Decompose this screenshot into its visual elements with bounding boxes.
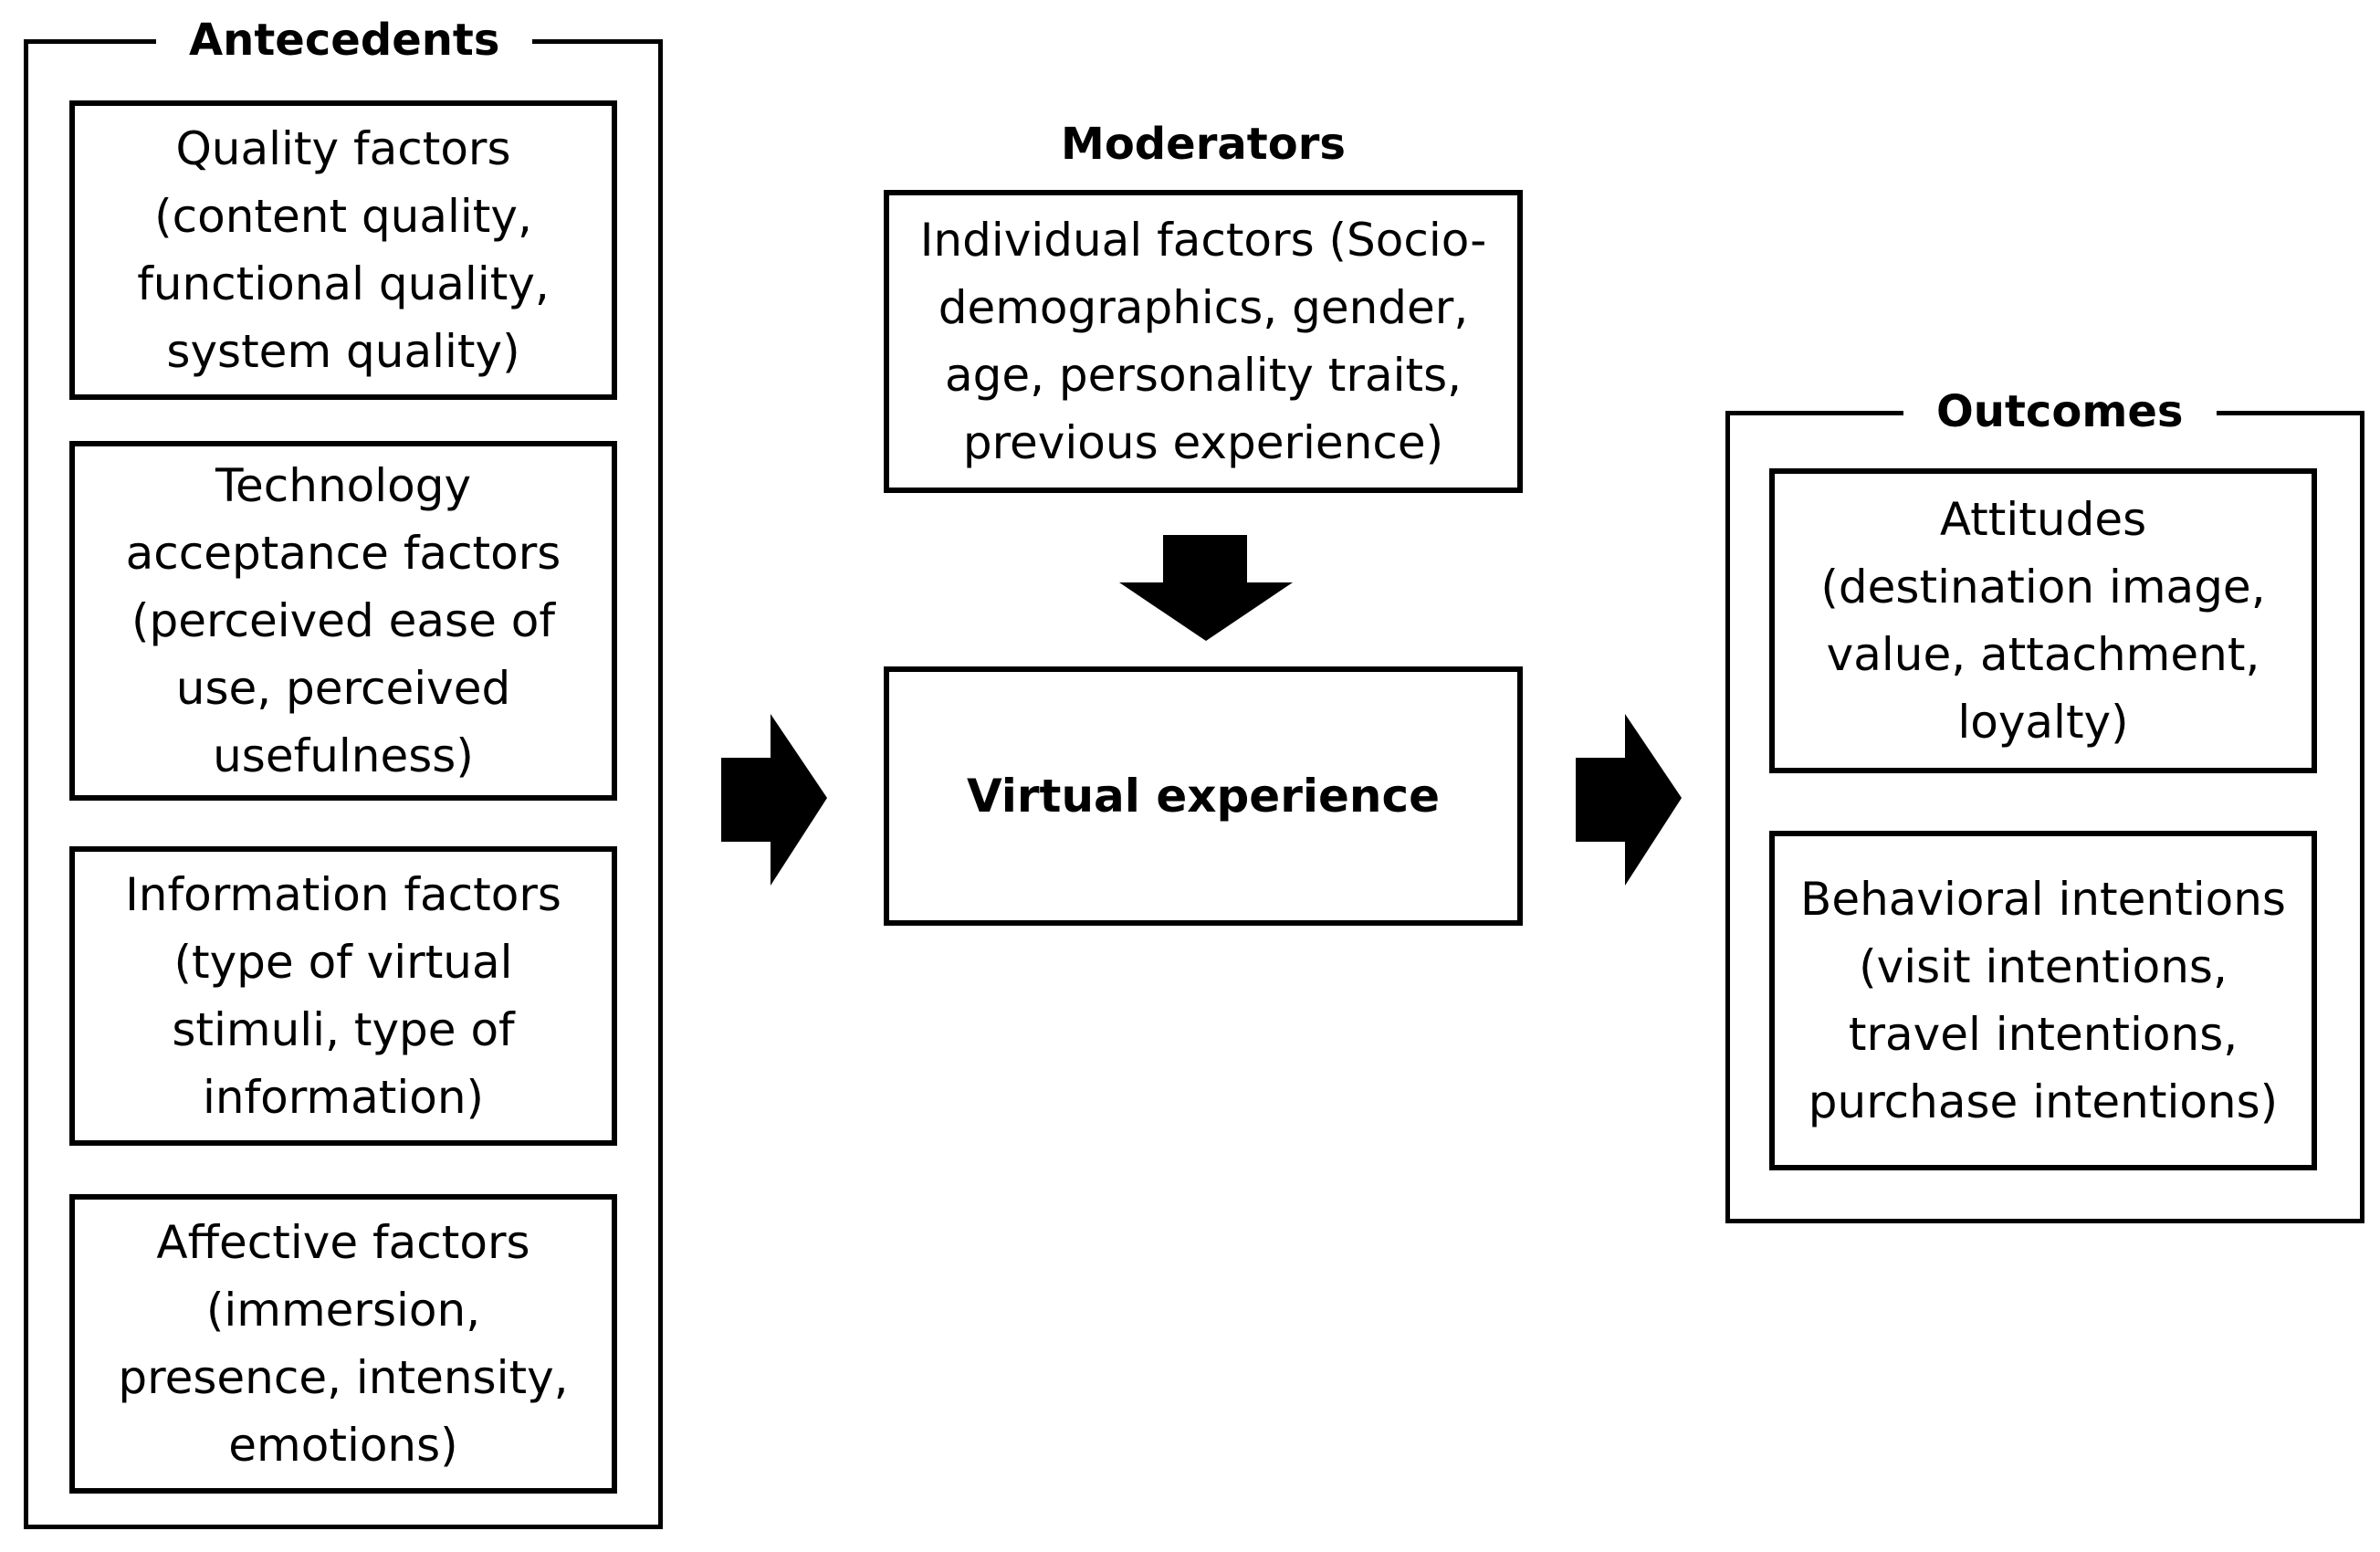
moderators-title: Moderators bbox=[1061, 119, 1346, 170]
technology-acceptance-factors-label: Technology acceptance factors (perceived… bbox=[125, 459, 561, 782]
information-factors-box: Information factors (type of virtual sti… bbox=[69, 846, 617, 1146]
moderators-down-arrow bbox=[1119, 535, 1293, 641]
attitudes-box: Attitudes (destination image, value, att… bbox=[1769, 468, 2317, 773]
individual-factors-box: Individual factors (Socio- demographics,… bbox=[884, 190, 1523, 493]
attitudes-label: Attitudes (destination image, value, att… bbox=[1820, 493, 2266, 749]
individual-factors-label: Individual factors (Socio- demographics,… bbox=[919, 214, 1487, 469]
antecedents-group: Antecedents bbox=[24, 15, 663, 1529]
virtual-experience-box: Virtual experience bbox=[884, 666, 1523, 926]
technology-acceptance-factors-box: Technology acceptance factors (perceived… bbox=[69, 441, 617, 801]
behavioral-intentions-label: Behavioral intentions (visit intentions,… bbox=[1800, 873, 2286, 1128]
affective-factors-label: Affective factors (immersion, presence, … bbox=[118, 1216, 569, 1472]
experience-to-outcomes-arrow bbox=[1576, 714, 1682, 886]
outcomes-group: Outcomes bbox=[1725, 386, 2364, 1223]
outcomes-title: Outcomes bbox=[1903, 386, 2217, 437]
behavioral-intentions-box: Behavioral intentions (visit intentions,… bbox=[1769, 831, 2317, 1170]
antecedents-to-experience-arrow bbox=[721, 714, 827, 886]
information-factors-label: Information factors (type of virtual sti… bbox=[125, 868, 561, 1124]
affective-factors-box: Affective factors (immersion, presence, … bbox=[69, 1194, 617, 1494]
antecedents-title: Antecedents bbox=[156, 15, 533, 66]
quality-factors-box: Quality factors (content quality, functi… bbox=[69, 100, 617, 400]
quality-factors-label: Quality factors (content quality, functi… bbox=[137, 122, 550, 378]
virtual-experience-label: Virtual experience bbox=[966, 770, 1441, 823]
